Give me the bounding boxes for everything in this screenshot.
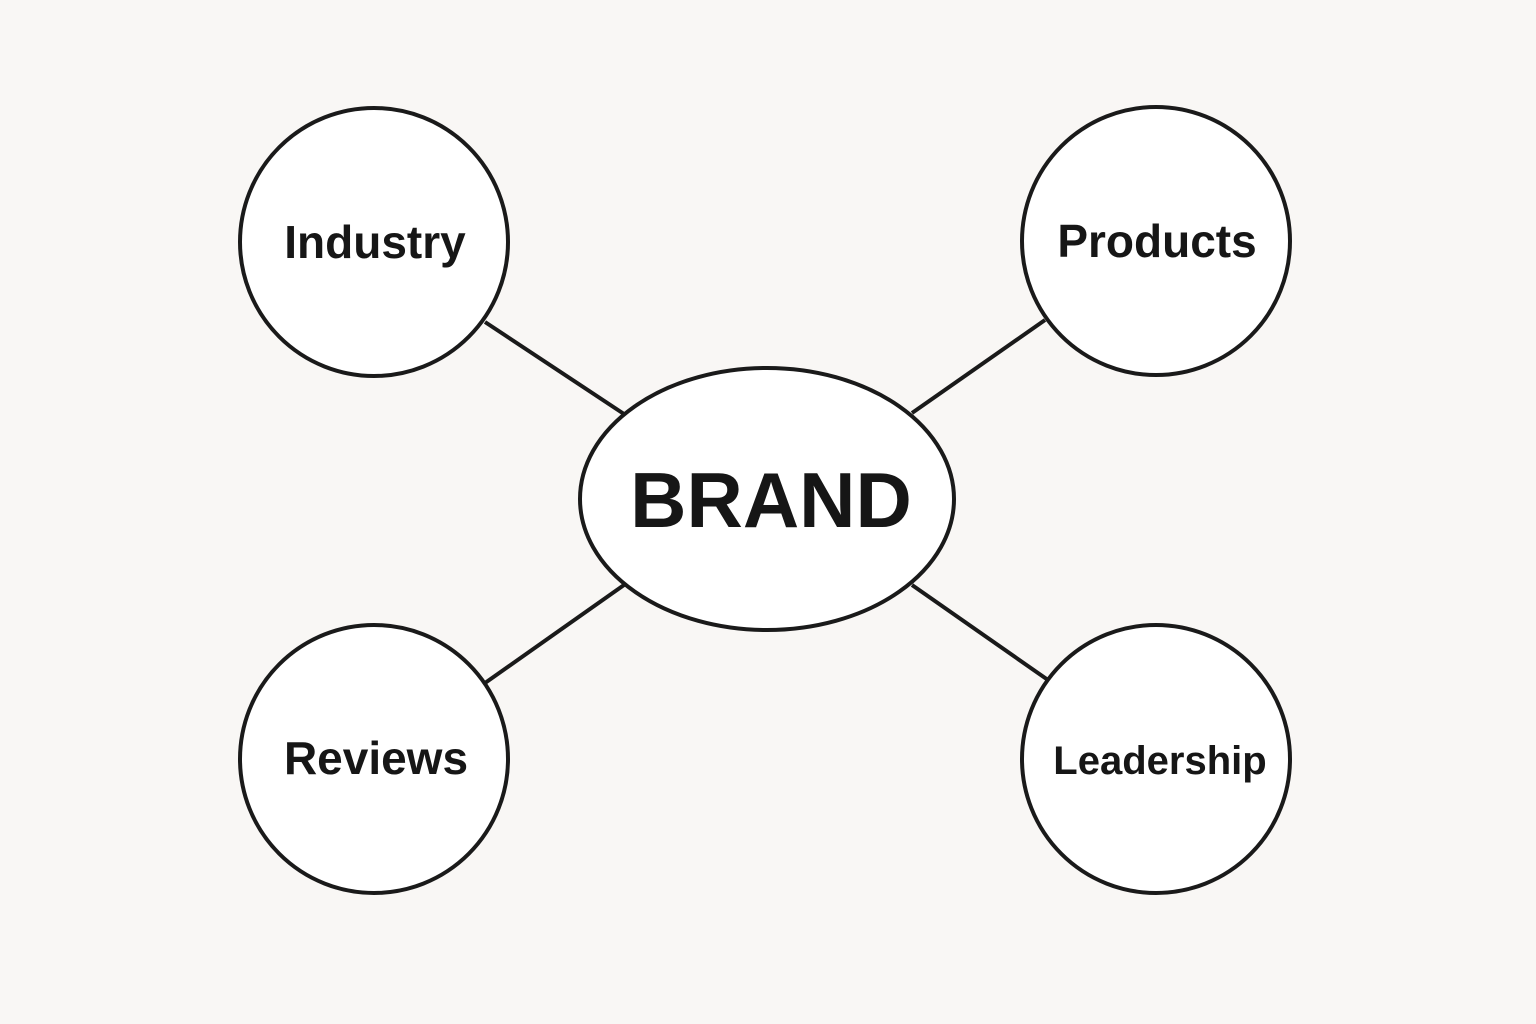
center-label: BRAND — [630, 456, 912, 544]
node-products — [1020, 105, 1292, 377]
node-reviews — [238, 623, 510, 895]
connector-reviews — [483, 583, 626, 685]
connector-leadership — [910, 583, 1050, 682]
node-industry — [238, 106, 510, 378]
node-label-industry: Industry — [284, 216, 466, 268]
connector-industry — [483, 320, 626, 416]
node-leadership — [1020, 623, 1292, 895]
connector-products — [910, 318, 1047, 415]
node-label-leadership: Leadership — [1053, 739, 1266, 783]
node-label-reviews: Reviews — [284, 732, 468, 784]
center-node-brand — [578, 366, 956, 632]
node-label-products: Products — [1057, 215, 1256, 267]
